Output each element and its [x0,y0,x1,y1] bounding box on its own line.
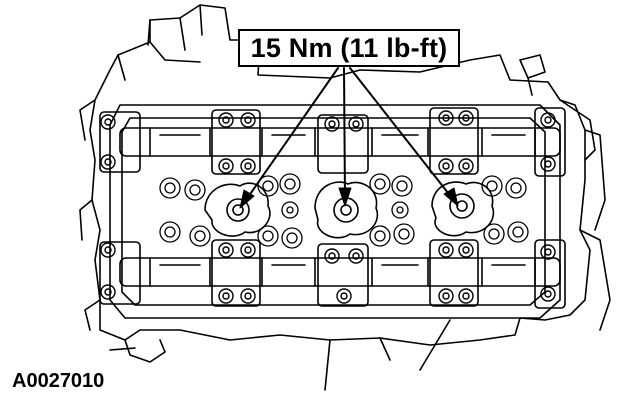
arrow-heads [240,188,458,208]
upper-cap-bolts [101,111,555,173]
lower-camshaft [120,258,560,286]
plug-cover-left [205,183,270,236]
center-bolts [282,202,408,218]
right-bracket [520,55,595,160]
torque-spec-callout: 15 Nm (11 lb-ft) [238,29,460,67]
upper-camshaft [120,128,560,156]
cylinder-head-outline [90,5,590,345]
lower-bearing-caps [100,240,565,308]
figure-id: A0027010 [12,370,105,392]
lower-casting-detail [110,320,450,390]
torque-arrows [246,68,452,200]
lower-cap-bolts [101,243,555,303]
plug-cover-right [432,182,493,236]
right-housing [580,130,610,330]
upper-casting-detail [118,5,202,80]
upper-bearing-caps [100,108,565,176]
left-flange [80,100,100,330]
valve-cover-rail [110,105,560,318]
valve-springs [160,174,528,248]
